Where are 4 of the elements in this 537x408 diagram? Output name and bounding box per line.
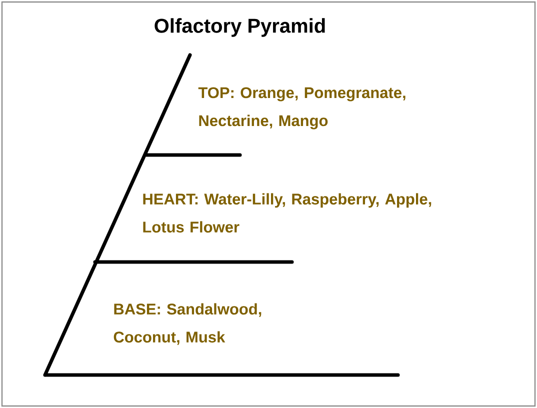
title: Olfactory Pyramid (154, 18, 325, 37)
tier-label: TOP: Orange, Pomegranate, Nectarine, Mango (198, 87, 406, 130)
tier-label: BASE: Sandalwood, Coconut, Musk (114, 303, 262, 345)
tier-label: HEART: Water-Lilly, Raspeberry, Apple, Lotus Flower (143, 193, 432, 233)
